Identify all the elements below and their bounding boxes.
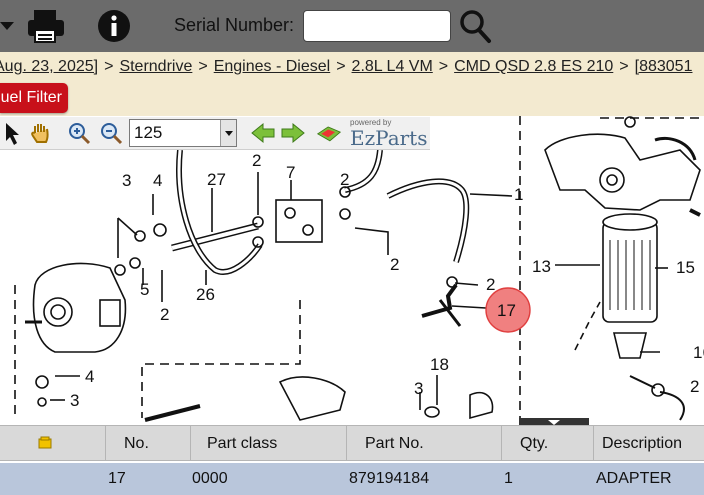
svg-text:2: 2 — [340, 170, 349, 189]
svg-text:4: 4 — [85, 367, 94, 386]
column-header-qty[interactable]: Qty. — [502, 426, 594, 461]
breadcrumb-sterndrive[interactable]: Sterndrive — [119, 58, 193, 75]
ezparts-logo-text: EzParts — [350, 126, 428, 150]
svg-text:2: 2 — [486, 275, 495, 294]
chevron-down-icon[interactable] — [220, 120, 236, 146]
printer-icon[interactable] — [26, 6, 66, 46]
svg-text:2: 2 — [160, 305, 169, 324]
column-header-part-no[interactable]: Part No. — [347, 426, 502, 461]
column-header-part-class[interactable]: Part class — [191, 426, 347, 461]
svg-text:5: 5 — [140, 280, 149, 299]
table-header: No. Part class Part No. Qty. Description — [0, 425, 704, 461]
breadcrumb-engines-diesel[interactable]: Engines - Diesel — [213, 58, 331, 75]
table-header-gap — [0, 461, 704, 463]
zoom-in-icon[interactable] — [66, 120, 92, 146]
pan-hand-icon[interactable] — [28, 120, 54, 146]
svg-text:2: 2 — [252, 151, 261, 170]
cell-no: 17 — [108, 470, 126, 487]
dropdown-arrow-icon[interactable] — [0, 6, 20, 46]
parts-table: No. Part class Part No. Qty. Description… — [0, 425, 704, 495]
powered-by-label: powered by — [350, 118, 392, 127]
svg-text:13: 13 — [532, 257, 551, 276]
zoom-level-select[interactable]: 125 — [129, 119, 237, 147]
column-header-no[interactable]: No. — [106, 426, 191, 461]
cell-qty: 1 — [504, 470, 513, 487]
zoom-out-icon[interactable] — [98, 120, 124, 146]
pointer-arrow-icon[interactable] — [0, 120, 26, 146]
cell-description: ADAPTER — [596, 470, 672, 487]
cell-part-class: 0000 — [192, 470, 228, 487]
svg-text:26: 26 — [196, 285, 215, 304]
svg-text:3: 3 — [70, 391, 79, 410]
svg-text:16: 16 — [693, 343, 704, 362]
tab-strip: Fuel Filter — [0, 81, 704, 116]
previous-arrow-icon[interactable] — [250, 120, 276, 146]
info-icon[interactable] — [96, 6, 132, 46]
column-header-icon[interactable] — [0, 426, 106, 461]
table-row[interactable]: 17 0000 879194184 1 ADAPTER — [0, 463, 704, 495]
cell-part-no: 879194184 — [349, 470, 430, 487]
viewer-toolbar: 125 powered by EzParts — [0, 117, 430, 150]
serial-number-label: Serial Number: — [174, 15, 295, 35]
svg-text:27: 27 — [207, 170, 226, 189]
breadcrumb-date[interactable]: Aug. 23, 2025] — [0, 58, 99, 75]
search-icon[interactable] — [458, 8, 492, 44]
serial-number-input[interactable] — [303, 10, 451, 42]
svg-text:17: 17 — [497, 301, 516, 320]
cart-icon — [38, 436, 52, 449]
breadcrumb-engine-model[interactable]: 2.8L L4 VM — [351, 58, 433, 75]
svg-text:3: 3 — [122, 171, 131, 190]
breadcrumb-cmd-qsd[interactable]: CMD QSD 2.8 ES 210 — [454, 58, 614, 75]
svg-text:3: 3 — [414, 379, 423, 398]
ezparts-logo-icon — [316, 126, 342, 142]
breadcrumb-serial-range[interactable]: [883051 — [634, 58, 693, 75]
breadcrumb: Aug. 23, 2025]>Sterndrive>Engines - Dies… — [0, 52, 704, 81]
top-toolbar: Serial Number: — [0, 0, 704, 52]
svg-text:1: 1 — [514, 185, 523, 204]
column-header-description[interactable]: Description — [602, 435, 683, 452]
svg-text:7: 7 — [286, 163, 295, 182]
svg-text:18: 18 — [430, 355, 449, 374]
tab-fuel-filter[interactable]: Fuel Filter — [0, 83, 68, 113]
svg-text:2: 2 — [690, 377, 699, 396]
svg-text:15: 15 — [676, 258, 695, 277]
next-arrow-icon[interactable] — [280, 120, 306, 146]
svg-text:2: 2 — [390, 255, 399, 274]
svg-text:4: 4 — [153, 171, 162, 190]
